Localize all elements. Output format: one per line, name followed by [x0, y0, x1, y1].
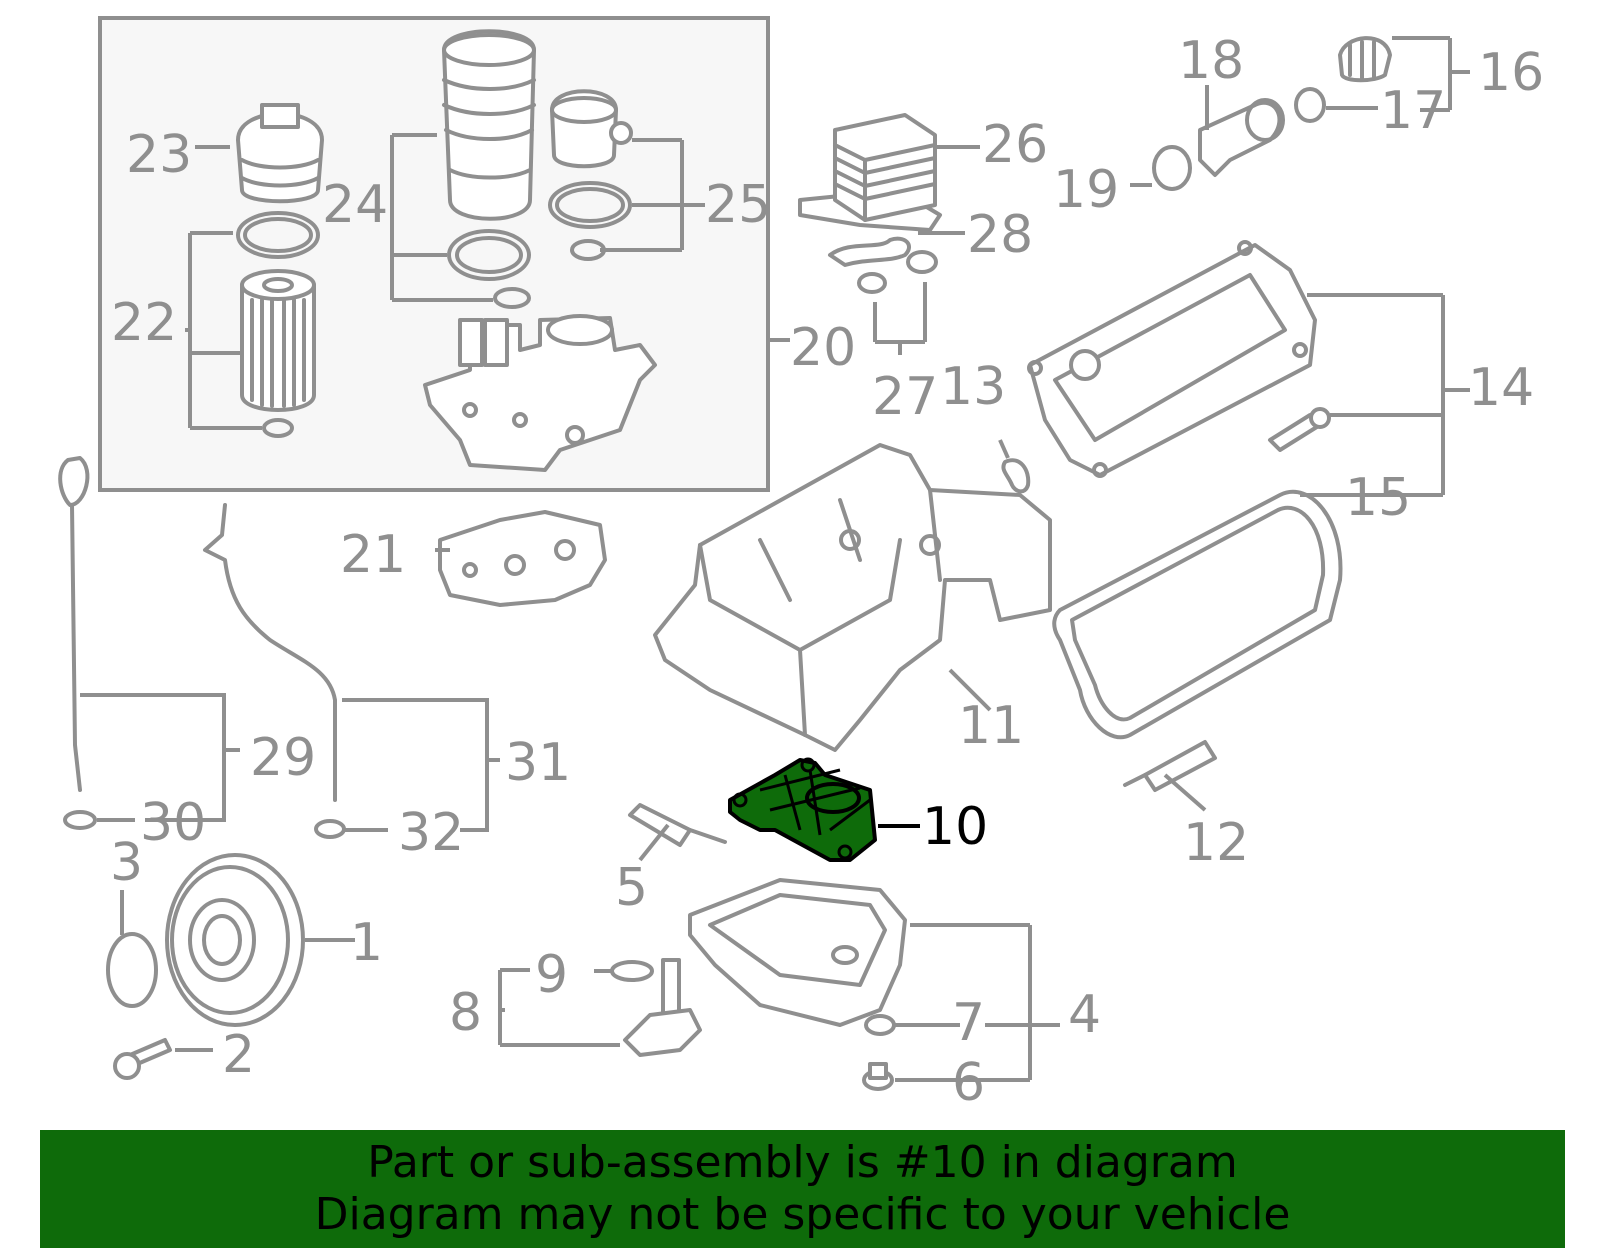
- callout-3: 3: [110, 833, 143, 893]
- part-4-lower-oil-pan: [688, 878, 907, 1027]
- part-31-dipstick-tube: [203, 503, 337, 802]
- part-28-gaskets: [828, 236, 938, 294]
- banner-line-1: Part or sub-assembly is #10 in diagram: [367, 1137, 1238, 1188]
- part-19-oring: [1152, 145, 1192, 191]
- callout-21: 21: [340, 525, 406, 585]
- callout-14: 14: [1468, 358, 1534, 418]
- part-11-upper-oil-pan: [653, 443, 1052, 752]
- callout-4: 4: [1068, 985, 1101, 1045]
- callout-31: 31: [505, 733, 571, 793]
- part-14-bolt: [1268, 407, 1331, 452]
- callout-11: 11: [958, 696, 1024, 756]
- part-18-filler-neck: [1198, 98, 1285, 177]
- part-17-oring: [1294, 87, 1326, 123]
- callout-12: 12: [1183, 813, 1249, 873]
- part-9-seal: [610, 960, 654, 982]
- callout-22: 22: [111, 293, 177, 353]
- callout-15: 15: [1345, 468, 1411, 528]
- callout-25: 25: [705, 175, 771, 235]
- callout-13: 13: [940, 357, 1006, 417]
- callout-26: 26: [982, 115, 1048, 175]
- part-32-seal: [314, 819, 346, 839]
- part-22-filter-element: [236, 211, 320, 438]
- parts-diagram: 23 22 24 25 20 21 26 28 27 13 18 16 17 1…: [58, 16, 1544, 1113]
- callout-16: 16: [1478, 43, 1544, 103]
- callout-1: 1: [350, 913, 383, 973]
- part-8-oil-level-sensor: [623, 958, 702, 1057]
- part-26-oil-cooler: [798, 113, 942, 232]
- callout-19: 19: [1053, 160, 1119, 220]
- callout-10-highlighted: 10: [922, 797, 988, 857]
- part-5-sealant-tube: [628, 803, 727, 847]
- part-12-sealant-tube: [1123, 740, 1217, 792]
- part-24-filter-housing: [442, 29, 536, 309]
- callout-5: 5: [615, 858, 648, 918]
- callout-29: 29: [250, 728, 316, 788]
- callout-18: 18: [1178, 31, 1244, 91]
- part-1-pulley: [165, 853, 305, 1027]
- callout-20: 20: [790, 318, 856, 378]
- part-21-gasket: [438, 510, 607, 607]
- part-14-valve-cover: [1027, 240, 1317, 478]
- callout-9: 9: [535, 945, 568, 1005]
- part-20-housing-body: [423, 314, 657, 472]
- callout-30: 30: [140, 793, 206, 853]
- part-13-seal: [1001, 458, 1031, 494]
- part-7-seal: [864, 1014, 896, 1036]
- callout-6: 6: [952, 1053, 985, 1113]
- part-15-gasket-inner: [1070, 505, 1326, 722]
- banner-line-2: Diagram may not be specific to your vehi…: [314, 1189, 1291, 1240]
- part-29-dipstick: [58, 456, 90, 792]
- part-15-gasket: [1052, 489, 1343, 740]
- part-25-cap-orings: [548, 89, 633, 261]
- part-30-seal: [63, 810, 97, 830]
- part-3-oring: [106, 932, 158, 1008]
- callout-2: 2: [222, 1025, 255, 1085]
- callout-27: 27: [872, 367, 938, 427]
- callout-28: 28: [967, 205, 1033, 265]
- callout-8: 8: [449, 983, 482, 1043]
- part-2-bolt: [113, 1038, 172, 1080]
- part-6-drain-plug: [862, 1062, 894, 1091]
- part-16-filler-cap: [1338, 36, 1392, 83]
- part-10-highlighted: [728, 757, 877, 862]
- callout-32: 32: [398, 803, 464, 863]
- notice-banner: Part or sub-assembly is #10 in diagram D…: [40, 1130, 1565, 1248]
- callout-7: 7: [952, 993, 985, 1053]
- callout-24: 24: [322, 175, 388, 235]
- part-23-filter-cap: [236, 103, 324, 204]
- callout-17: 17: [1380, 81, 1446, 141]
- callout-23: 23: [126, 125, 192, 185]
- leader-lines: [80, 36, 1470, 1082]
